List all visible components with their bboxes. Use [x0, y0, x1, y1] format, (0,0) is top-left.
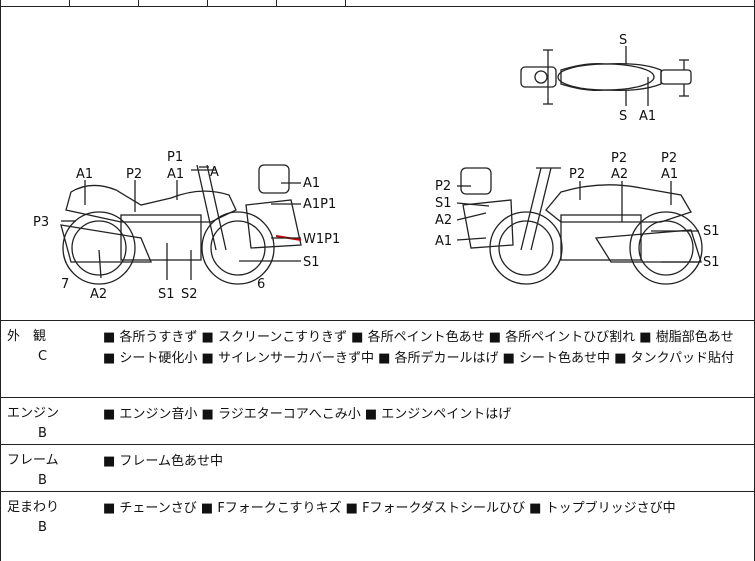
strip-cell	[1, 0, 70, 6]
label: A1	[661, 167, 678, 182]
row-category: 足まわり B	[7, 498, 87, 538]
condition-row-frame: フレーム B ■ フレーム色あせ中	[1, 445, 755, 492]
bike-right-view	[460, 167, 703, 285]
label: A1	[435, 234, 452, 249]
label: 7	[61, 277, 69, 292]
label: A1	[303, 176, 320, 191]
row-category: エンジン B	[7, 404, 87, 444]
label: A	[210, 165, 219, 180]
label: P2	[569, 167, 585, 182]
label: A1	[167, 167, 184, 182]
label: S1	[303, 255, 320, 270]
strip-cell	[277, 0, 346, 6]
condition-notes: ■ フレーム色あせ中	[103, 454, 224, 469]
label: S	[619, 109, 627, 124]
strip-cell	[70, 0, 139, 6]
label: S2	[181, 287, 198, 302]
damage-diagram-panel: S S A1 A1 P2 P1 A1 A P3 7 A2 S1 S2 6 A1 …	[1, 7, 755, 321]
label: P2	[126, 167, 142, 182]
top-table-strip	[1, 0, 755, 7]
motorcycle-damage-diagram: S S A1 A1 P2 P1 A1 A P3 7 A2 S1 S2 6 A1 …	[33, 33, 720, 302]
condition-notes: ■ チェーンさび ■ Fフォークこすりキズ ■ Fフォークダストシールひび ■ …	[103, 501, 676, 516]
label: S1	[703, 255, 720, 270]
label: P2	[661, 151, 677, 166]
label: S1	[435, 196, 452, 211]
label: A1	[76, 167, 93, 182]
row-category: 外 観 C	[7, 327, 87, 367]
label: P1	[167, 150, 183, 165]
category-name: 足まわり	[7, 500, 60, 515]
strip-cell	[139, 0, 208, 6]
bike-left-view	[60, 164, 302, 285]
label: A2	[611, 167, 628, 182]
category-name: エンジン	[7, 406, 60, 421]
condition-row-engine: エンジン B ■ エンジン音小 ■ ラジエターコアへこみ小 ■ エンジンペイント…	[1, 398, 755, 445]
category-name: 外 観	[7, 329, 47, 344]
grade: B	[38, 473, 47, 488]
condition-row-exterior: 外 観 C ■ 各所うすきず ■ スクリーンこすりきず ■ 各所ペイント色あせ …	[1, 321, 755, 398]
grade: C	[38, 349, 48, 364]
label: A2	[90, 287, 107, 302]
label: S1	[158, 287, 175, 302]
label: A1	[639, 109, 656, 124]
row-category: フレーム B	[7, 451, 87, 491]
label: S	[619, 33, 627, 48]
label: P2	[435, 179, 451, 194]
label: A2	[435, 213, 452, 228]
grade: B	[38, 426, 47, 441]
condition-notes: ■ エンジン音小 ■ ラジエターコアへこみ小 ■ エンジンペイントはげ	[103, 407, 512, 422]
condition-row-suspension: 足まわり B ■ チェーンさび ■ Fフォークこすりキズ ■ Fフォークダストシ…	[1, 492, 755, 561]
label: P3	[33, 215, 49, 230]
category-name: フレーム	[7, 453, 59, 468]
label: 6	[257, 277, 265, 292]
condition-notes: ■ 各所うすきず ■ スクリーンこすりきず ■ 各所ペイント色あせ ■ 各所ペイ…	[103, 330, 734, 366]
bike-top-view	[520, 46, 692, 106]
label: A1P1	[303, 197, 336, 212]
label: W1P1	[303, 232, 340, 247]
strip-cell	[208, 0, 277, 6]
label: P2	[611, 151, 627, 166]
label: S1	[703, 224, 720, 239]
grade: B	[38, 520, 47, 535]
